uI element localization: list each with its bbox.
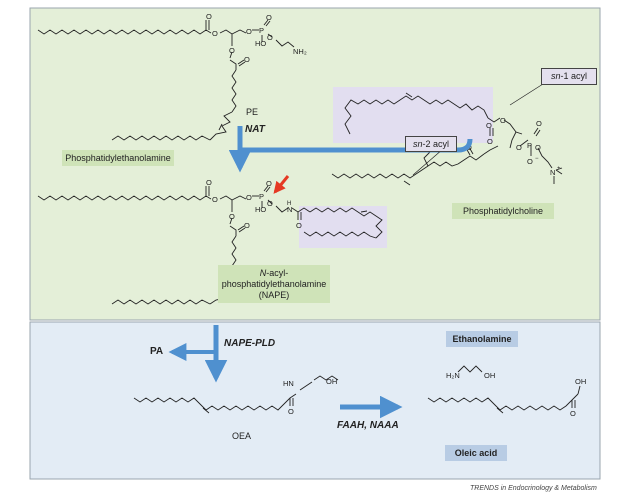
- atom-o: O: [500, 116, 506, 125]
- sn1-acyl-label: sn-1 acyl: [541, 68, 597, 85]
- atom-n-plus: N: [550, 168, 555, 177]
- sn2-acyl-label: sn-2 acyl: [405, 136, 457, 152]
- atom-ho: HO: [255, 39, 266, 48]
- sn2-acyl-prefix: sn: [412, 139, 423, 149]
- atom-o: O: [288, 407, 294, 416]
- atom-oh: OH: [484, 371, 495, 380]
- sn2-callout-line: [412, 148, 444, 176]
- atom-o: O: [570, 409, 576, 418]
- atom-plus: +: [557, 166, 561, 172]
- atom-o: O: [244, 221, 250, 230]
- atom-n: N: [287, 205, 292, 214]
- atom-o: O: [535, 143, 541, 152]
- atom-o: O: [212, 29, 218, 38]
- nape-label-line2: phosphatidylethanolamine: [221, 278, 327, 289]
- atom-p: P: [527, 141, 532, 150]
- atom-o: O: [296, 221, 302, 230]
- nape-label: N-acyl- phosphatidylethanolamine (NAPE): [218, 265, 330, 304]
- atom-o: O: [516, 143, 522, 152]
- sn2-acyl-suffix: -2 acyl: [422, 139, 450, 149]
- pe-label: PE: [246, 107, 259, 117]
- atom-ho: HO: [255, 205, 266, 214]
- oleic-acid-label: Oleic acid: [445, 445, 507, 461]
- atom-minus: −: [535, 156, 539, 162]
- atom-o: O: [266, 179, 272, 188]
- sn1-acyl-highlight: [333, 87, 493, 143]
- atom-p: P: [259, 192, 264, 201]
- cleavage-marker: [273, 175, 290, 194]
- atom-hn: HN: [283, 379, 294, 388]
- atom-o: O: [486, 121, 492, 130]
- pc-structure: [331, 92, 563, 186]
- oea-structure: [133, 375, 339, 414]
- atom-oh: OH: [326, 377, 337, 386]
- pe-atoms: O O O P O HO O NH₂ O O: [206, 12, 307, 64]
- nat-label: NAT: [245, 124, 265, 135]
- atom-h: H: [287, 201, 291, 207]
- atom-o: O: [244, 55, 250, 64]
- nape-pld-label: NAPE-PLD: [224, 338, 276, 349]
- sn1-acyl-suffix: -1 acyl: [560, 71, 588, 81]
- ethanolamine-label: Ethanolamine: [446, 331, 518, 347]
- atom-o: O: [536, 119, 542, 128]
- oleic-acid-atoms: OH O: [570, 377, 586, 418]
- oea-label: OEA: [232, 431, 252, 441]
- nape-line1-suffix: -acyl-: [266, 268, 289, 278]
- ethanolamine-atoms: H₂N OH: [446, 371, 495, 380]
- nape-line1-prefix: N: [259, 268, 267, 278]
- nape-label-line3: (NAPE): [258, 289, 290, 300]
- faah-naaa-label: FAAH, NAAA: [337, 420, 399, 431]
- atom-o: O: [246, 27, 252, 36]
- nape-label-line1: N-acyl-: [218, 268, 330, 279]
- atom-o: O: [206, 178, 212, 187]
- transferred-acyl-highlight: [299, 206, 387, 248]
- atom-o: O: [266, 13, 272, 22]
- atom-o-minus: O: [527, 157, 533, 166]
- atom-o: O: [267, 33, 273, 42]
- atom-o: O: [212, 195, 218, 204]
- nat-arrow: [228, 126, 473, 173]
- pa-label: PA: [150, 346, 164, 357]
- pe-structure: [37, 19, 295, 141]
- atom-o: O: [246, 193, 252, 202]
- atom-o: O: [487, 137, 493, 146]
- atom-o: O: [229, 212, 235, 221]
- atom-nh2: NH₂: [293, 47, 307, 56]
- phosphatidylcholine-label: Phosphatidylcholine: [452, 203, 554, 219]
- ethanolamine-structure: [457, 365, 483, 373]
- sn1-callout-line: [509, 83, 544, 106]
- nape-atoms: O O O P O HO O N H O O O: [206, 178, 302, 230]
- oleic-acid-structure: [427, 385, 581, 414]
- footer-credit: TRENDS in Endocrinology & Metabolism: [470, 485, 597, 492]
- phosphatidylethanolamine-label: Phosphatidylethanolamine: [62, 150, 174, 166]
- atom-h2n: H₂N: [446, 371, 460, 380]
- atom-o: O: [267, 199, 273, 208]
- oea-atoms: HN O OH: [283, 377, 337, 416]
- atom-p: P: [259, 26, 264, 35]
- atom-o: O: [229, 46, 235, 55]
- atom-o: O: [206, 12, 212, 21]
- sn1-acyl-prefix: sn: [550, 71, 561, 81]
- atom-oh: OH: [575, 377, 586, 386]
